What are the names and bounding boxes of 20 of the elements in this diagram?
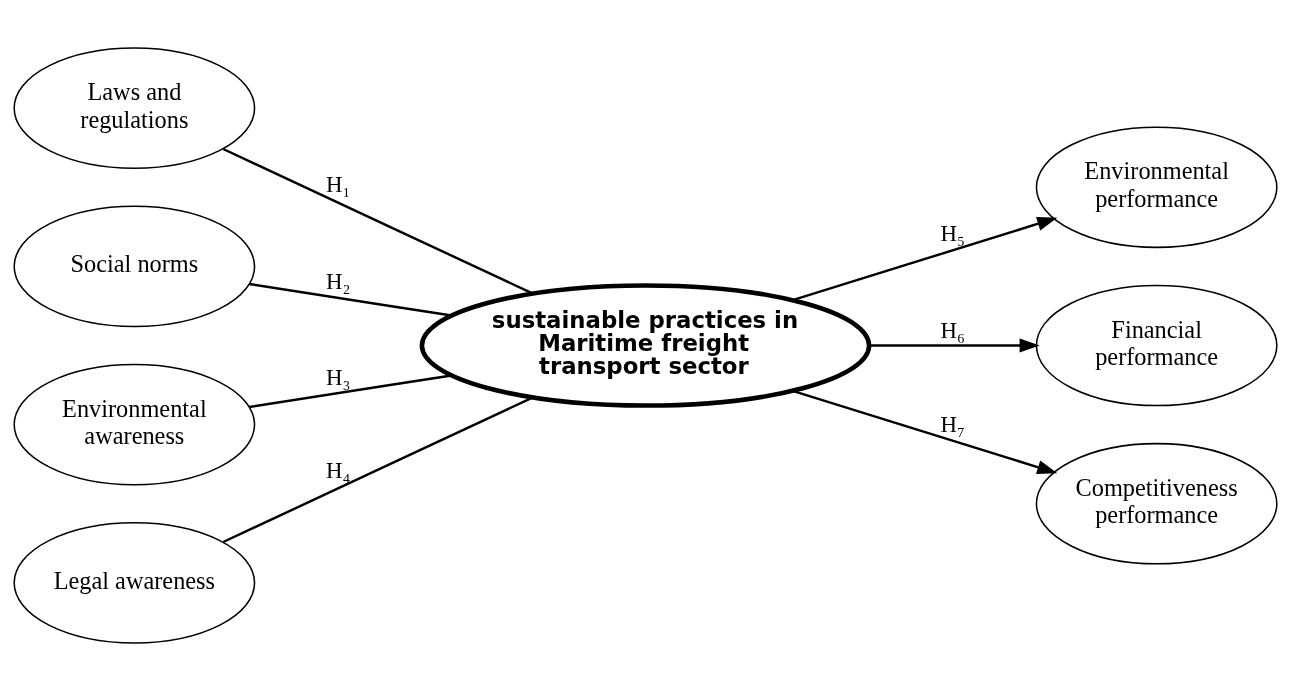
connector (222, 396, 533, 544)
edge-label: H₃ (326, 365, 351, 391)
node-ellipse: Environmental awareness (13, 363, 256, 486)
connector (249, 282, 452, 317)
node-ellipse: Laws and regulations (13, 47, 256, 170)
connector (249, 374, 452, 409)
edge-label: H₆ (940, 317, 965, 343)
edge-label: H₄ (326, 457, 351, 483)
edge-label: H₂ (326, 269, 351, 295)
arrow (792, 389, 1058, 474)
node-ellipse: Social norms (13, 205, 256, 328)
edge-label: H₁ (326, 171, 351, 197)
node-ellipse: Legal awareness (13, 521, 256, 644)
edge-label: H₅ (940, 220, 965, 246)
arrow (869, 338, 1040, 353)
node-ellipse: sustainable practices in Maritime freight transport sector (419, 283, 872, 408)
connector (222, 147, 533, 295)
edge-label: H₇ (940, 412, 965, 438)
node-ellipse: Financial performance (1035, 284, 1278, 407)
arrow (792, 217, 1058, 302)
